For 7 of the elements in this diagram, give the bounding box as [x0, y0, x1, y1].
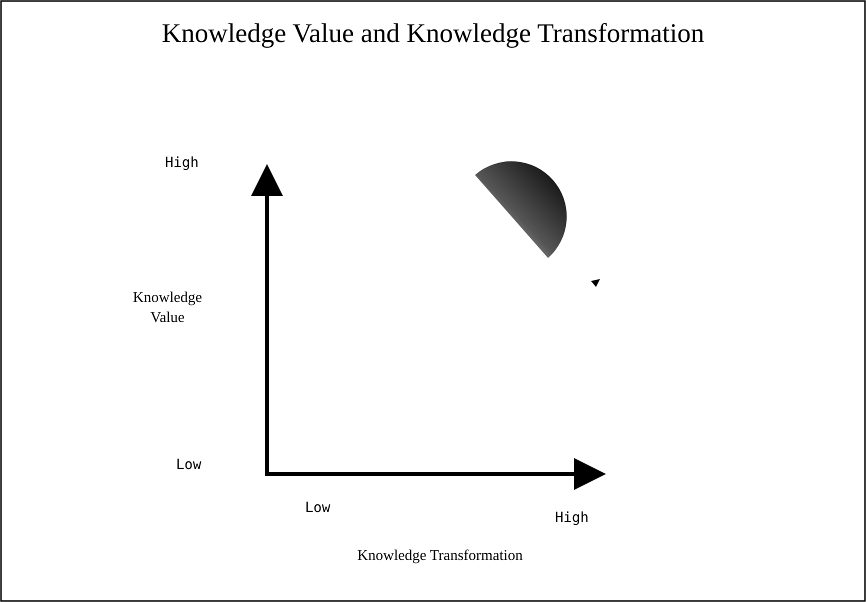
axis-title: Knowledge Transformation: [356, 548, 524, 565]
chart-title: Knowledge Value and Knowledge Transformation: [160, 18, 706, 49]
axis-title: Knowledge Value: [132, 289, 204, 328]
axis-tick-label: High: [165, 155, 199, 171]
axis-tick-label: Low: [305, 500, 330, 516]
axis-tick-label: Low: [176, 457, 202, 473]
axis-tick-label: High: [555, 510, 589, 526]
